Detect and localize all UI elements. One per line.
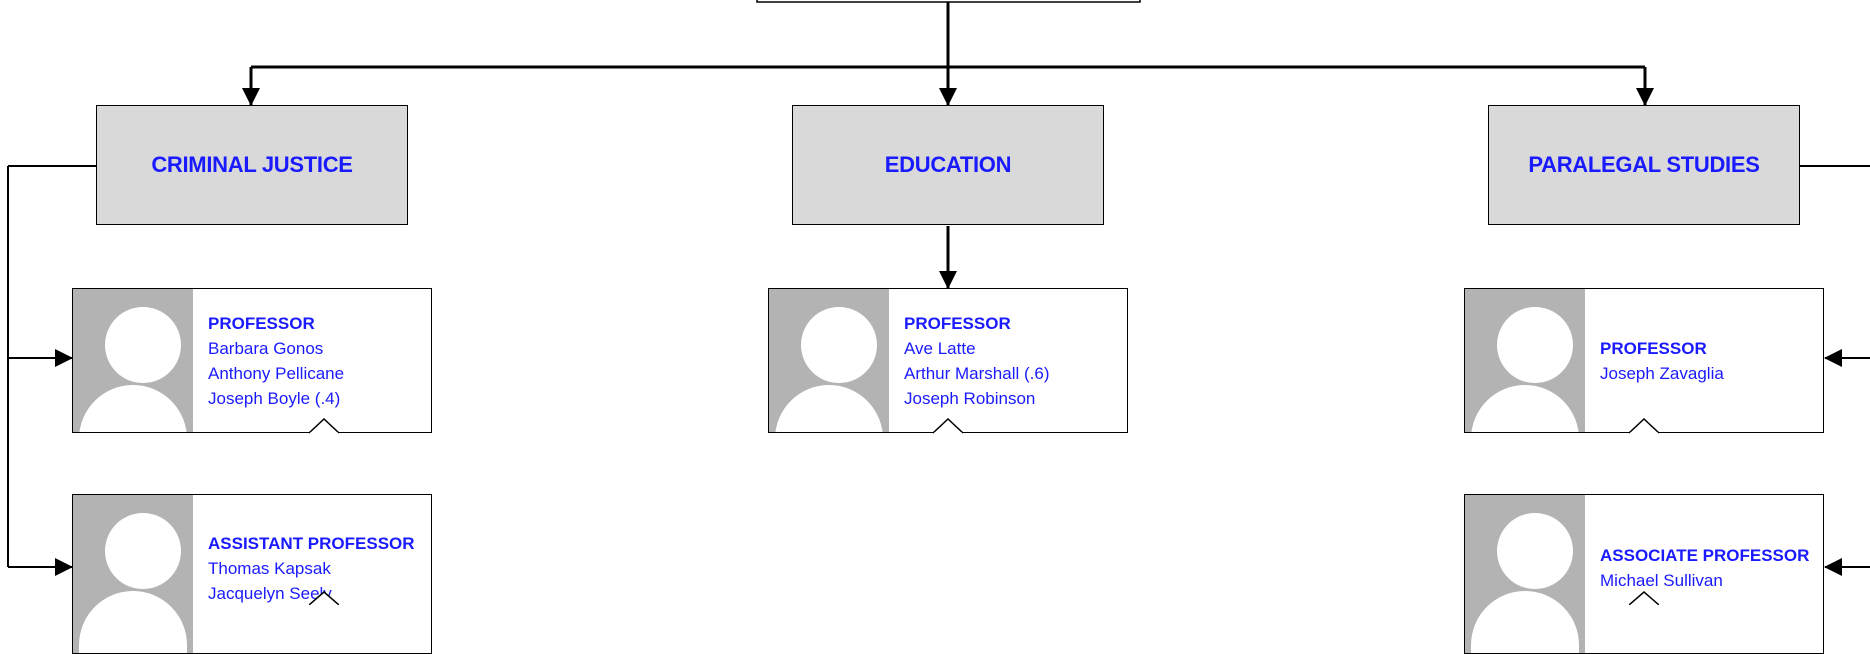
card-name: Michael Sullivan — [1600, 571, 1723, 590]
expand-notch-icon[interactable] — [933, 417, 963, 434]
person-placeholder-icon — [73, 289, 193, 432]
department-label: EDUCATION — [884, 152, 1012, 177]
staff-card-pl-associate-professor: ASSOCIATE PROFESSOR Michael Sullivan — [1464, 494, 1824, 654]
connector-lines — [7, 0, 1870, 576]
staff-card-cj-professor: PROFESSOR Barbara Gonos Anthony Pellican… — [72, 288, 432, 434]
expand-notch-icon[interactable] — [309, 591, 339, 605]
card-name: Anthony Pellicane — [208, 363, 345, 383]
department-education: EDUCATION — [792, 105, 1104, 225]
person-placeholder-icon — [1465, 289, 1585, 432]
department-paralegal-studies: PARALEGAL STUDIES — [1488, 105, 1800, 225]
staff-card-cj-assistant-professor: ASSISTANT PROFESSOR Thomas Kapsak Jacque… — [72, 494, 432, 654]
card-role: PROFESSOR — [208, 313, 315, 333]
card-name: Barbara Gonos — [208, 338, 324, 358]
card-name: Jacquelyn Seely — [208, 584, 332, 603]
card-name: Joseph Boyle (.4) — [208, 388, 341, 408]
department-label: CRIMINAL JUSTICE — [151, 152, 353, 177]
card-name: Arthur Marshall (.6) — [904, 363, 1050, 383]
card-role: ASSISTANT PROFESSOR — [208, 534, 415, 553]
expand-notch-icon[interactable] — [1629, 591, 1659, 605]
department-label: PARALEGAL STUDIES — [1528, 152, 1760, 177]
expand-notch-icon[interactable] — [1629, 417, 1659, 434]
person-placeholder-icon — [73, 495, 193, 653]
card-role: ASSOCIATE PROFESSOR — [1600, 546, 1810, 565]
card-role: PROFESSOR — [904, 313, 1011, 333]
card-role: PROFESSOR — [1600, 338, 1707, 358]
card-name: Joseph Zavaglia — [1600, 363, 1724, 383]
person-placeholder-icon — [769, 289, 889, 432]
card-name: Thomas Kapsak — [208, 559, 331, 578]
expand-notch-icon[interactable] — [309, 417, 339, 434]
staff-card-ed-professor: PROFESSOR Ave Latte Arthur Marshall (.6)… — [768, 288, 1128, 434]
parent-node — [756, 0, 1141, 3]
staff-card-pl-professor: PROFESSOR Joseph Zavaglia — [1464, 288, 1824, 434]
card-name: Joseph Robinson — [904, 388, 1036, 408]
department-criminal-justice: CRIMINAL JUSTICE — [96, 105, 408, 225]
card-name: Ave Latte — [904, 338, 976, 358]
person-placeholder-icon — [1465, 495, 1585, 653]
